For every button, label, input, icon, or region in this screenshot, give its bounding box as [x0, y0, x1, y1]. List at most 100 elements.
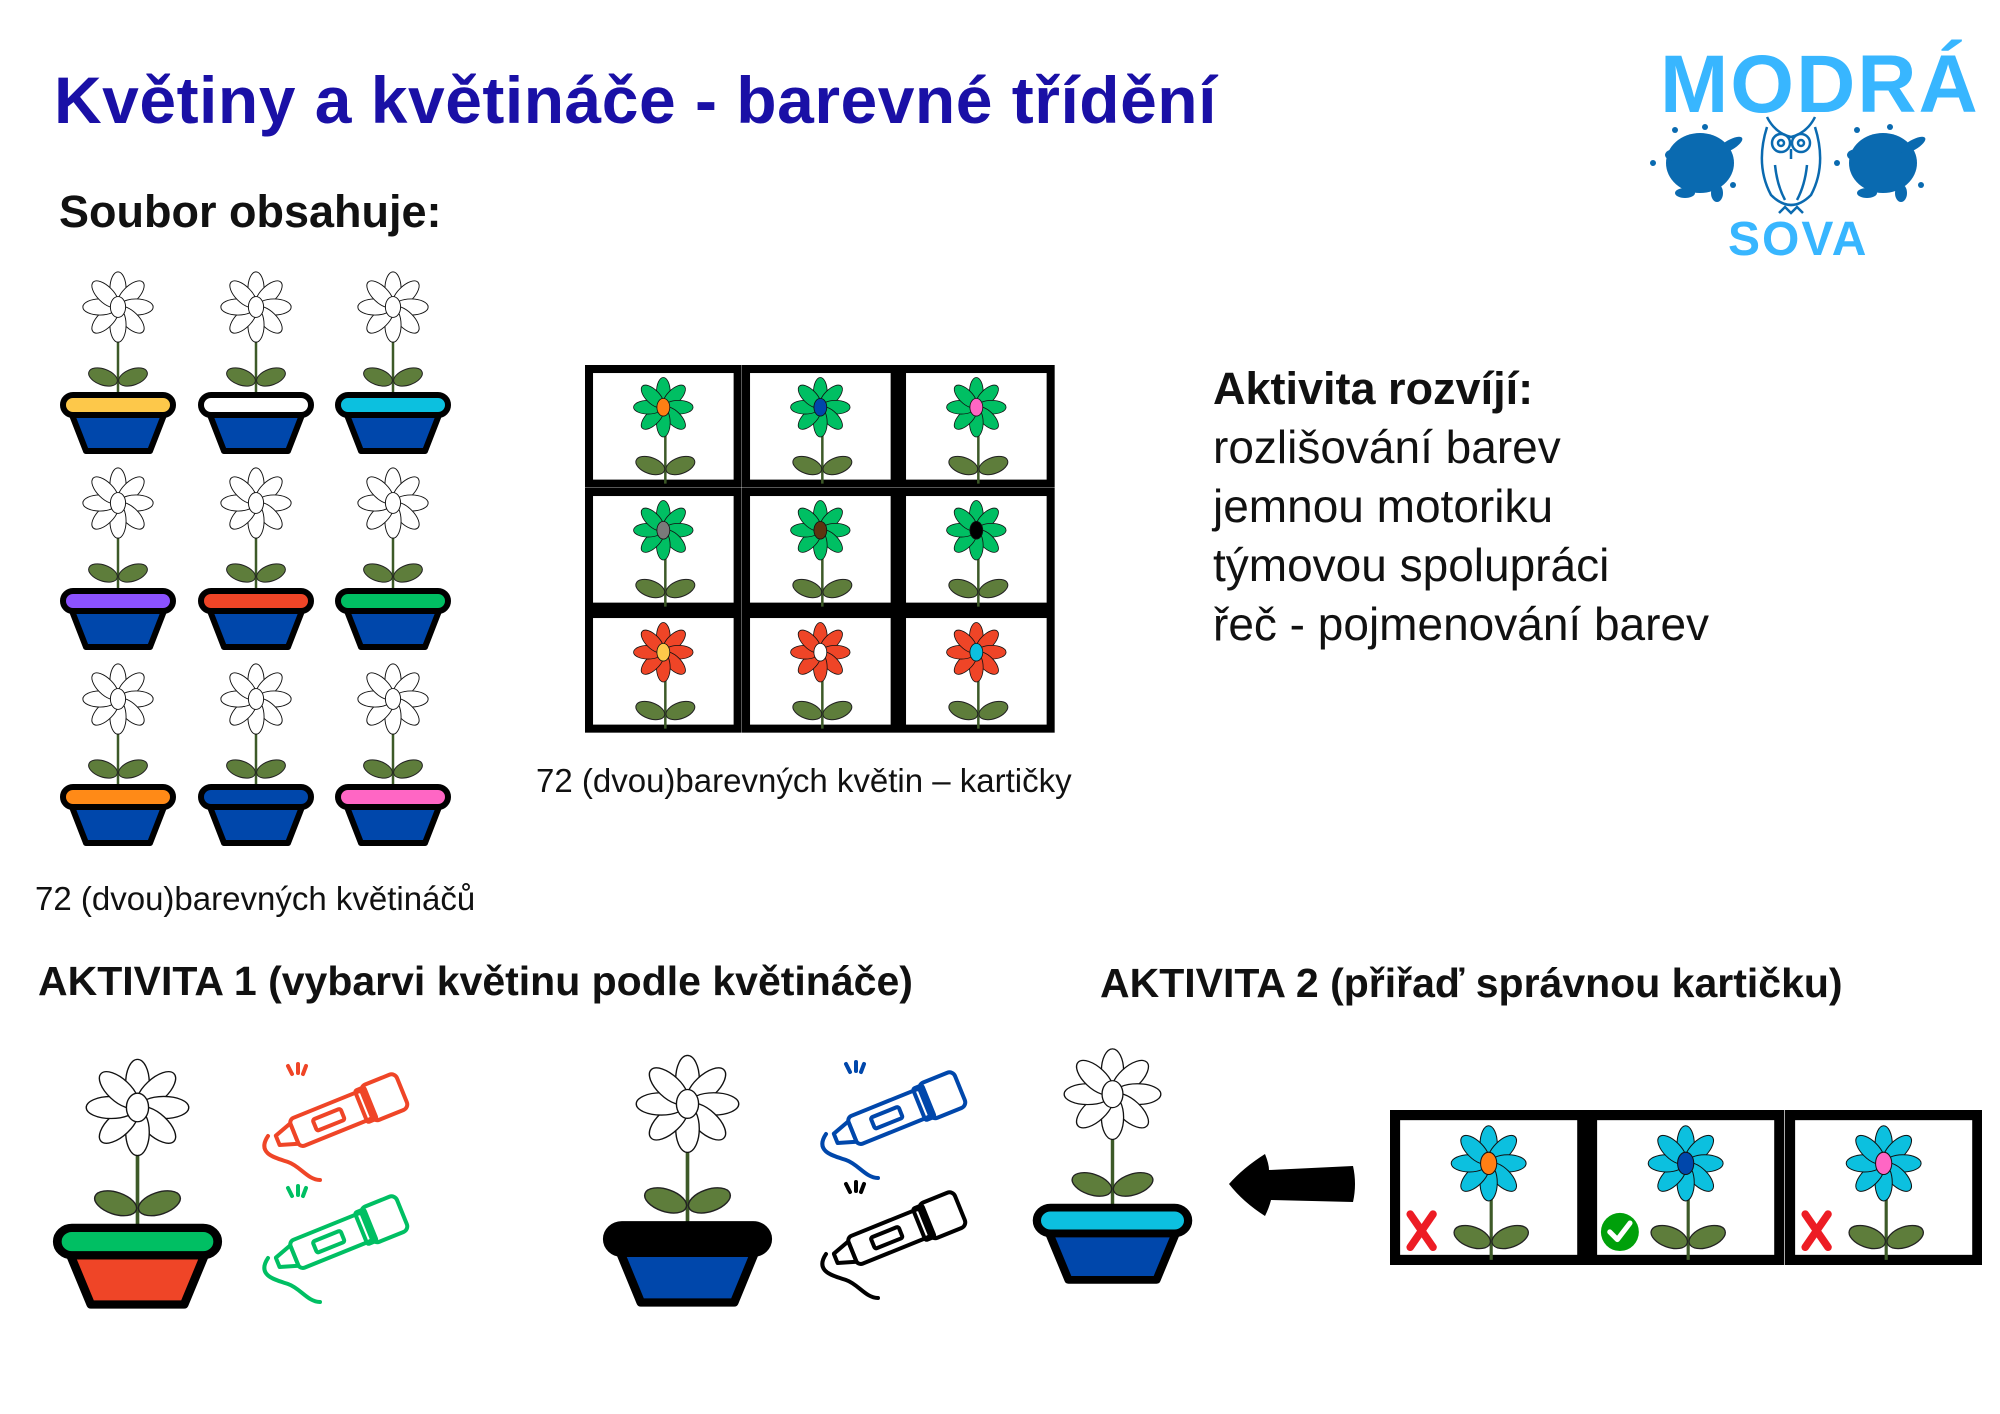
- flower-pot-item: [333, 265, 453, 455]
- flower-card: [1390, 1110, 1588, 1265]
- flower-card-item: [585, 487, 742, 611]
- flower-card: [741, 610, 899, 733]
- stem-leaves-icon: [1848, 1173, 1924, 1260]
- flower-icon: [946, 622, 1007, 683]
- skill-item: jemnou motoriku: [1213, 480, 1554, 532]
- stem-leaves-icon: [93, 1132, 182, 1231]
- stem-leaves-icon: [948, 660, 1009, 729]
- flower-icon: [946, 499, 1007, 561]
- ink-splash-left-icon: [1650, 124, 1743, 202]
- example-pot-2: [600, 1046, 775, 1308]
- flower-card-item: [741, 365, 899, 488]
- flower-card: [741, 365, 899, 488]
- flower-icon: [633, 377, 694, 438]
- flower-pot-item: [196, 657, 316, 847]
- flower-icon: [220, 467, 292, 539]
- flower-icon: [633, 499, 694, 561]
- flower-pot-item: [58, 657, 178, 847]
- pot-body: [207, 804, 305, 846]
- potted-flower-icon: [198, 663, 314, 846]
- flower-card: [898, 487, 1055, 611]
- sparkle-lines: [286, 1184, 308, 1198]
- stem-leaves-icon: [363, 521, 423, 593]
- cross-icon: [1406, 1210, 1437, 1252]
- pot-rim: [60, 392, 176, 418]
- stem-leaves-icon: [88, 717, 148, 789]
- owl-logo-icon: [1650, 116, 1926, 215]
- flower-icon: [220, 663, 292, 735]
- pot-rim: [198, 784, 314, 810]
- flower-icon: [357, 271, 429, 343]
- arrow-left-icon: [1229, 1154, 1355, 1216]
- flower-icon: [789, 499, 851, 561]
- flower-card: [585, 487, 742, 611]
- stem-leaves-icon: [1453, 1173, 1529, 1260]
- choice-cards: [1390, 1110, 1982, 1265]
- potted-flower-icon: [52, 1058, 223, 1309]
- check-icon: [1601, 1212, 1640, 1252]
- flower-card: [898, 365, 1055, 488]
- potted-flower-icon: [1032, 1048, 1193, 1284]
- flower-card-item: [585, 610, 742, 733]
- activity-1-heading: AKTIVITA 1 (vybarvi květinu podle květin…: [38, 958, 913, 1004]
- stem-leaves-icon: [88, 521, 148, 593]
- activity-2-pot: [1030, 1040, 1195, 1285]
- sparkle-lines: [844, 1060, 866, 1074]
- flower-card: [898, 610, 1055, 733]
- flower-icon: [357, 467, 429, 539]
- choice-card-check: [1587, 1110, 1785, 1265]
- flower-icon: [82, 467, 154, 539]
- pot-rim: [335, 588, 451, 614]
- potted-flower-icon: [335, 271, 451, 454]
- flower-pot-item: [196, 265, 316, 455]
- choice-card-cross: [1784, 1110, 1982, 1265]
- marker-black-icon: [808, 1176, 978, 1301]
- pot-body: [69, 412, 167, 454]
- flower-card-item: [585, 365, 742, 488]
- pot-body: [69, 804, 167, 846]
- pot-rim: [335, 784, 451, 810]
- logo-text-bottom: SOVA: [1728, 213, 1869, 266]
- pot-body: [1045, 1229, 1180, 1284]
- stem-leaves-icon: [226, 717, 286, 789]
- flower-card: [585, 365, 742, 488]
- pots-caption: 72 (dvou)barevných květináčů: [35, 880, 476, 917]
- sparkle-lines: [286, 1062, 308, 1076]
- flower-card: [1587, 1110, 1785, 1265]
- pot-rim: [60, 588, 176, 614]
- pot-body: [344, 804, 442, 846]
- stem-leaves-icon: [792, 537, 852, 607]
- flower-card-item: [898, 487, 1055, 611]
- stem-leaves-icon: [226, 521, 286, 593]
- flower-icon: [1648, 1125, 1724, 1202]
- cards-grid: [585, 365, 1055, 733]
- flower-icon: [635, 1054, 740, 1154]
- flower-icon: [85, 1058, 190, 1157]
- potted-flower-icon: [198, 271, 314, 454]
- flower-pot-item: [58, 265, 178, 455]
- pot-rim: [335, 392, 451, 418]
- logo-text-top: MODRÁ: [1660, 39, 1980, 130]
- flower-card: [1784, 1110, 1982, 1265]
- pot-rim: [602, 1221, 773, 1257]
- ink-splash-right-icon: [1834, 124, 1926, 202]
- potted-flower-icon: [60, 467, 176, 650]
- flower-pot-item: [58, 461, 178, 651]
- example-pot-1: [50, 1050, 225, 1310]
- potted-flower-icon: [60, 271, 176, 454]
- owl-icon: [1760, 116, 1822, 215]
- potted-flower-icon: [335, 663, 451, 846]
- stem-leaves-icon: [88, 325, 148, 397]
- marker-green-icon: [250, 1180, 420, 1305]
- pot-body: [69, 608, 167, 650]
- pot-rim: [52, 1223, 223, 1260]
- flower-icon: [789, 622, 851, 683]
- cross-icon: [1801, 1210, 1832, 1252]
- potted-flower-icon: [60, 663, 176, 846]
- choice-card-cross: [1390, 1110, 1588, 1265]
- pot-body: [207, 608, 305, 650]
- flower-icon: [946, 377, 1007, 438]
- flower-pot-item: [333, 461, 453, 651]
- pot-body: [344, 608, 442, 650]
- page-title: Květiny a květináče - barevné třídění: [54, 63, 1217, 137]
